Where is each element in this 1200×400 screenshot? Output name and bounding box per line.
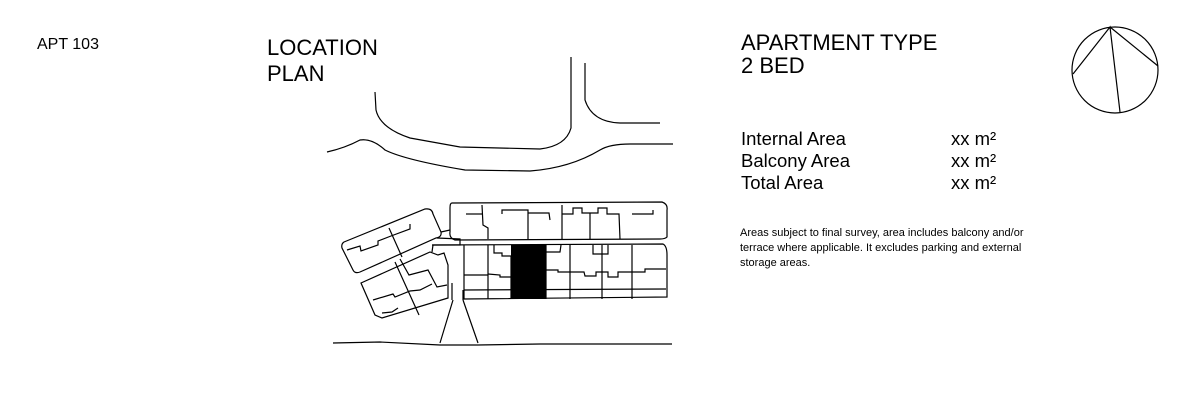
location-plan-title-line1: LOCATION xyxy=(267,35,378,60)
area-row-total: Total Area xx m² xyxy=(741,172,1011,194)
site-boundary xyxy=(332,341,672,346)
access-road xyxy=(439,283,479,344)
highlighted-apartment-unit xyxy=(511,245,546,299)
area-value: xx m² xyxy=(951,150,997,171)
building-block-north xyxy=(449,201,668,241)
area-value: xx m² xyxy=(951,172,997,193)
road-edge xyxy=(584,63,660,124)
area-row-balcony: Balcony Area xx m² xyxy=(741,150,1011,172)
area-note: Areas subject to final survey, area incl… xyxy=(740,227,1024,269)
road-edge xyxy=(326,139,673,172)
location-plan-title: LOCATION PLAN xyxy=(267,35,378,87)
area-row-internal: Internal Area xx m² xyxy=(741,128,1011,150)
building-block-west xyxy=(341,208,461,319)
building-block-south xyxy=(431,243,668,300)
road-edge xyxy=(374,57,572,150)
apartment-id: APT 103 xyxy=(37,36,99,53)
area-label: Internal Area xyxy=(741,128,846,149)
area-label: Balcony Area xyxy=(741,150,851,171)
apartment-type-label: APARTMENT TYPE xyxy=(741,30,938,55)
apartment-type: APARTMENT TYPE 2 BED xyxy=(741,31,937,77)
area-label: Total Area xyxy=(741,172,824,193)
location-plan-title-line2: PLAN xyxy=(267,61,325,86)
area-value: xx m² xyxy=(951,128,997,149)
apartment-type-value: 2 BED xyxy=(741,53,805,78)
north-arrow-icon xyxy=(1071,25,1159,114)
